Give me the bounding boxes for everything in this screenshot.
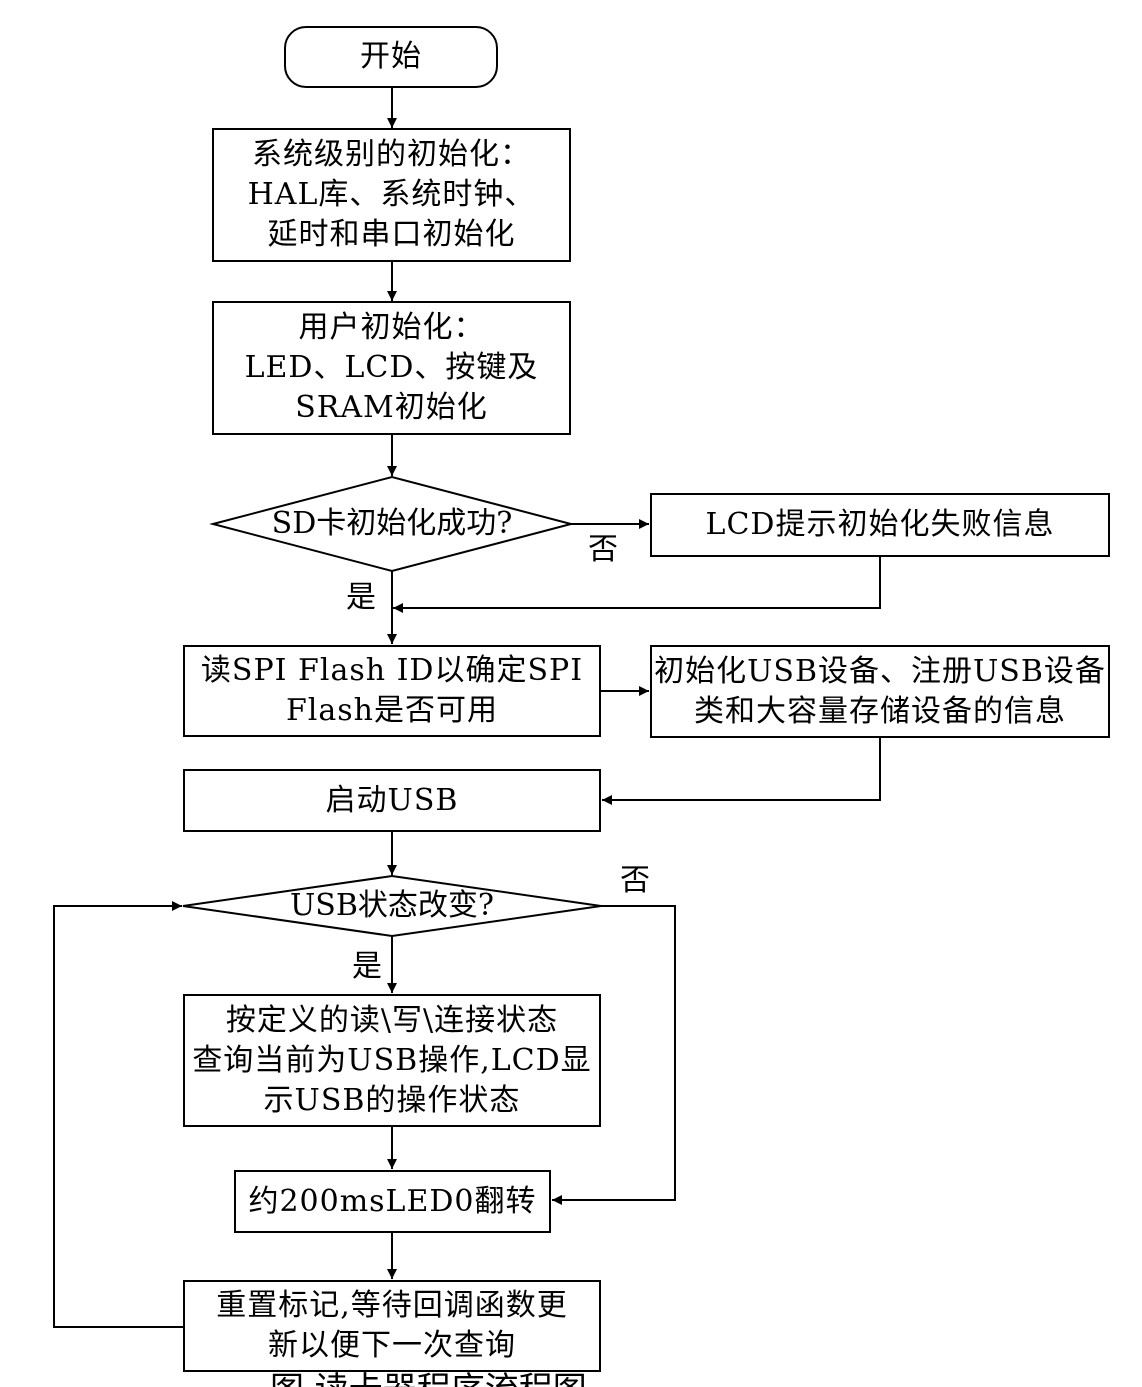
edge-lcdfail-return xyxy=(393,557,881,613)
edge-usbinit-to-startusb xyxy=(602,738,881,805)
label-yes-usb: 是 xyxy=(352,949,382,984)
lcd-fail-box: LCD提示初始化失败信息 xyxy=(650,493,1110,557)
read-flash-box: 读SPI Flash ID以确定SPI Flash是否可用 xyxy=(183,645,601,737)
usb-changed-text: USB状态改变? xyxy=(290,888,494,923)
label-no-usb: 否 xyxy=(620,863,650,898)
system-init-box: 系统级别的初始化： HAL库、系统时钟、 延时和串口初始化 xyxy=(212,128,571,262)
label-no-sd: 否 xyxy=(588,532,618,567)
reset-flag-box: 重置标记,等待回调函数更 新以便下一次查询 xyxy=(183,1280,601,1372)
led-toggle-box: 约200msLED0翻转 xyxy=(234,1170,551,1233)
edge-decision-no xyxy=(552,905,676,1205)
user-init-box: 用户初始化： LED、LCD、按键及 SRAM初始化 xyxy=(212,301,571,435)
label-yes-sd: 是 xyxy=(346,580,376,615)
start-node: 开始 xyxy=(284,26,498,88)
usb-init-box: 初始化USB设备、注册USB设备 类和大容量存储设备的信息 xyxy=(650,645,1110,738)
query-state-box: 按定义的读\写\连接状态 查询当前为USB操作,LCD显 示USB的操作状态 xyxy=(183,994,601,1127)
figure-caption: 图 读卡器程序流程图 xyxy=(270,1370,830,1387)
sd-check-text: SD卡初始化成功? xyxy=(271,506,513,541)
edge-loop-back xyxy=(53,901,183,1328)
start-usb-box: 启动USB xyxy=(183,769,601,832)
